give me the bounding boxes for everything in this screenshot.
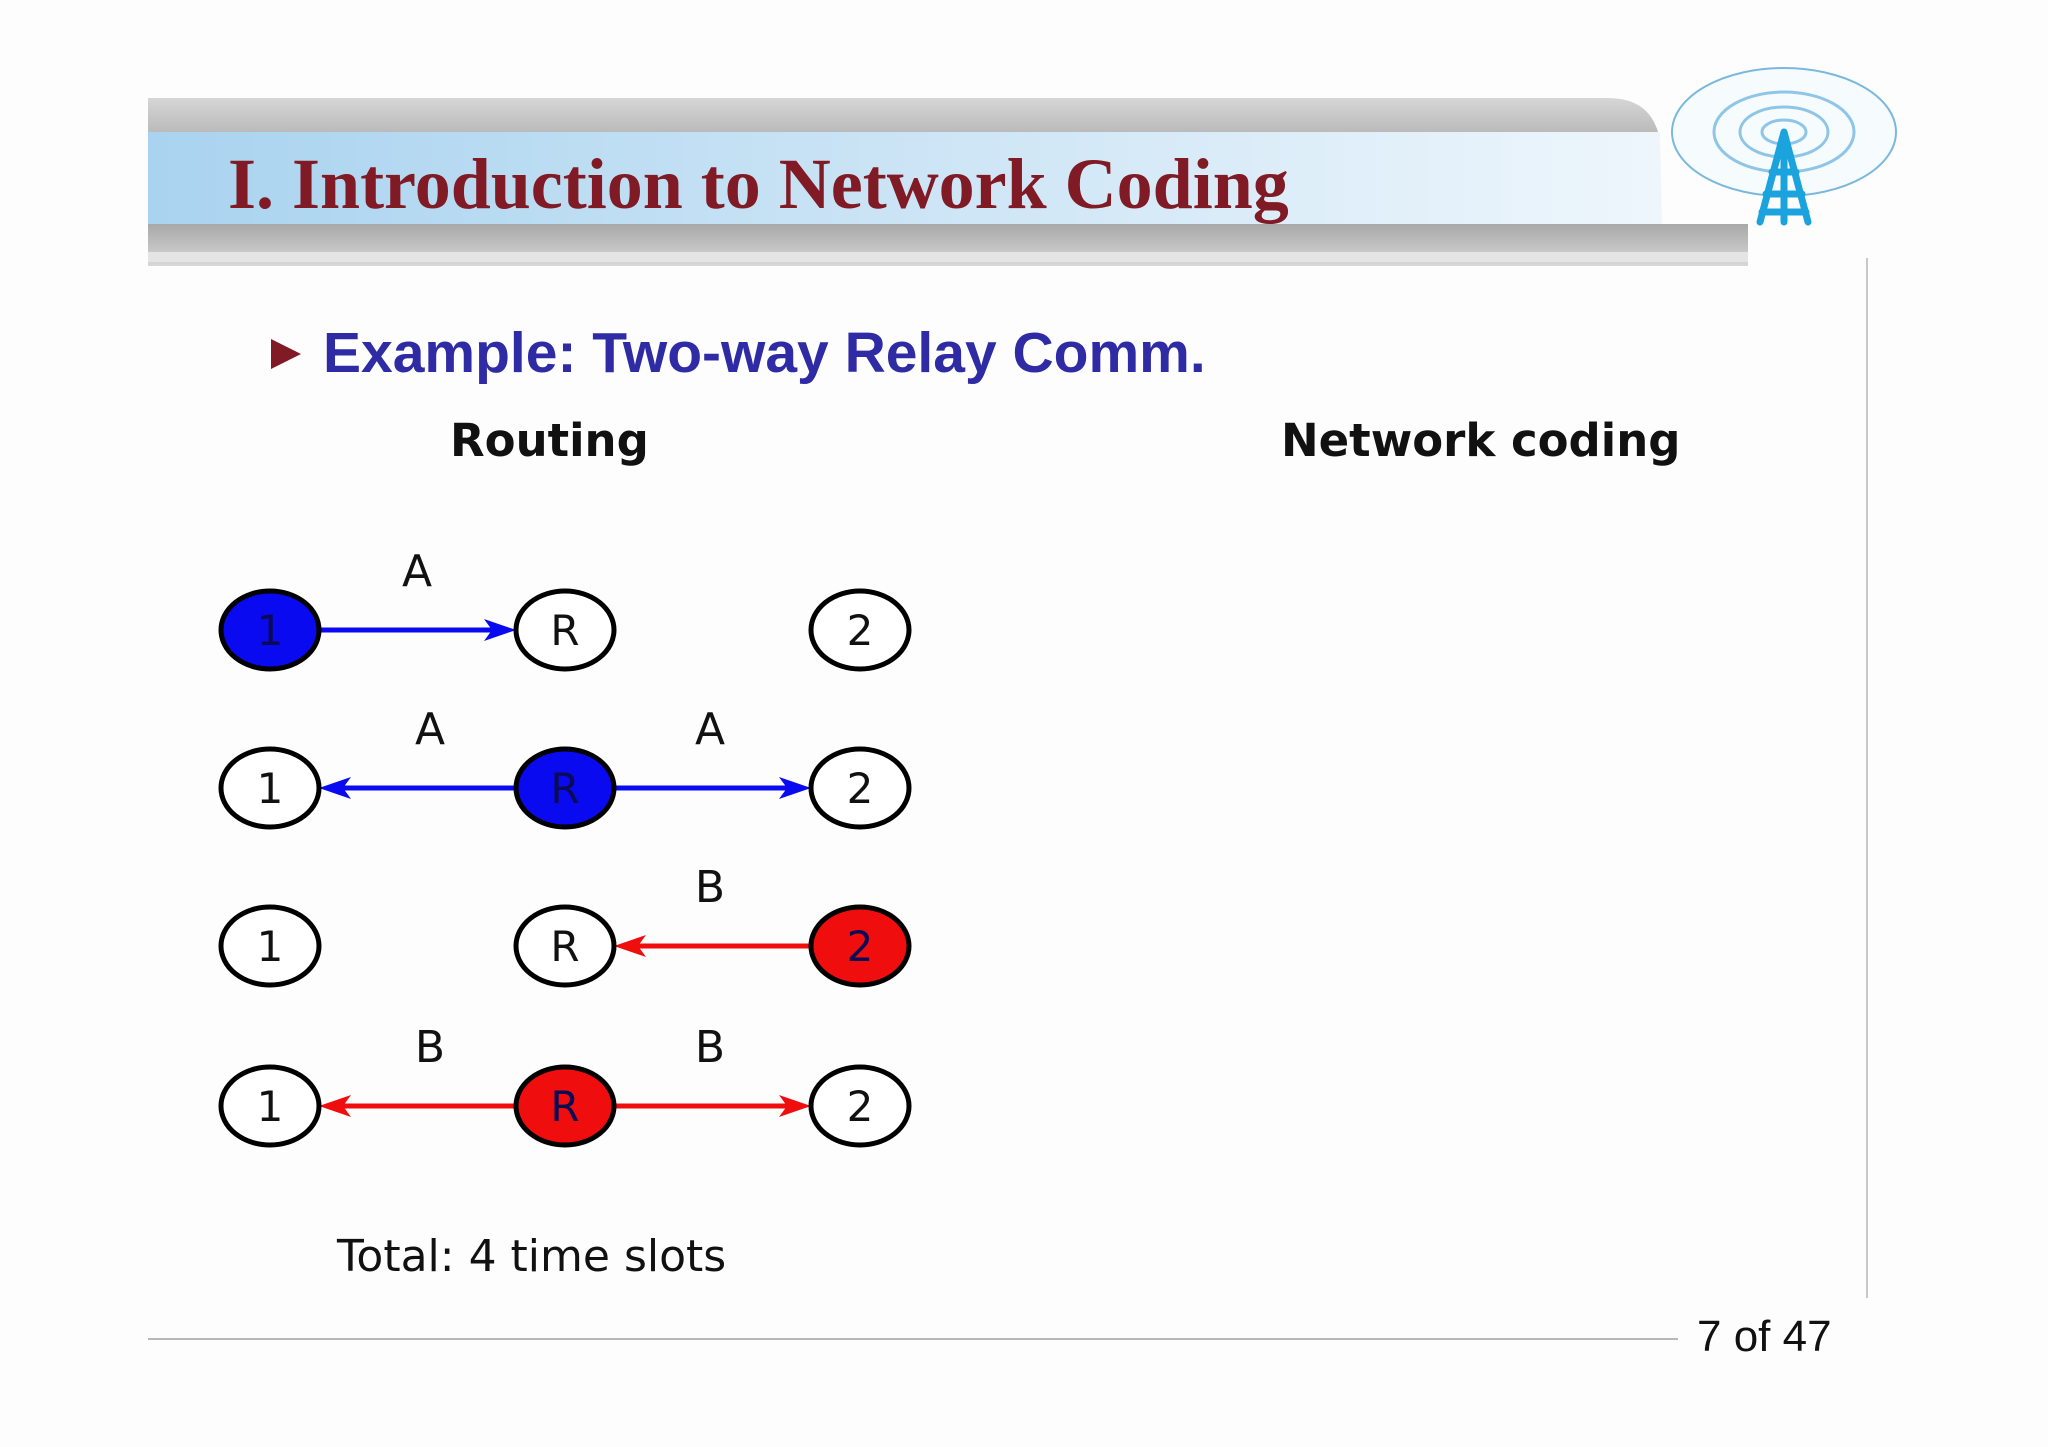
footer-divider <box>148 1338 1678 1340</box>
total-time-slots: Total: 4 time slots <box>337 1231 727 1282</box>
node-right-row-4 <box>808 1064 912 1148</box>
node-label: R <box>550 1082 579 1131</box>
node-label: 1 <box>257 606 284 655</box>
edge-label: B <box>695 862 725 913</box>
antenna-tower-logo <box>1671 67 1897 226</box>
edge-label: A <box>695 704 725 755</box>
node-right-row-2 <box>808 746 912 830</box>
node-left-row-4 <box>218 1064 322 1148</box>
arrowhead-icon <box>614 935 646 957</box>
page-title: I. Introduction to Network Coding <box>228 144 1289 224</box>
edge-label: B <box>695 1022 725 1073</box>
node-label: R <box>550 606 579 655</box>
node-label: 2 <box>847 922 874 971</box>
header-band <box>148 98 1748 266</box>
edge-label: A <box>415 704 445 755</box>
example-subtitle: Example: Two-way Relay Comm. <box>323 321 1206 385</box>
node-label: 2 <box>847 606 874 655</box>
node-label: 1 <box>257 764 284 813</box>
node-left-row-2 <box>218 746 322 830</box>
node-left-row-1 <box>218 588 322 672</box>
network-coding-heading: Network coding <box>1281 414 1681 467</box>
routing-heading: Routing <box>450 414 649 467</box>
node-relay-row-4 <box>513 1064 617 1148</box>
node-label: 2 <box>847 764 874 813</box>
node-label: 1 <box>257 922 284 971</box>
node-right-row-3 <box>808 904 912 988</box>
node-right-row-1 <box>808 588 912 672</box>
page-number: 7 of 47 <box>1697 1312 1832 1361</box>
node-label: R <box>550 922 579 971</box>
arrowhead-icon <box>319 1095 351 1117</box>
edge-label: B <box>415 1022 445 1073</box>
node-label: 1 <box>257 1082 284 1131</box>
node-label: 2 <box>847 1082 874 1131</box>
arrowhead-icon <box>319 777 351 799</box>
edge-label: A <box>402 546 432 597</box>
arrowhead-icon <box>484 619 516 641</box>
arrowhead-icon <box>779 777 811 799</box>
node-relay-row-2 <box>513 746 617 830</box>
slide-right-border <box>1866 258 1868 1298</box>
node-left-row-3 <box>218 904 322 988</box>
node-relay-row-1 <box>513 588 617 672</box>
node-label: R <box>550 764 579 813</box>
node-relay-row-3 <box>513 904 617 988</box>
arrowhead-icon <box>779 1095 811 1117</box>
triangle-bullet-icon <box>271 339 301 369</box>
